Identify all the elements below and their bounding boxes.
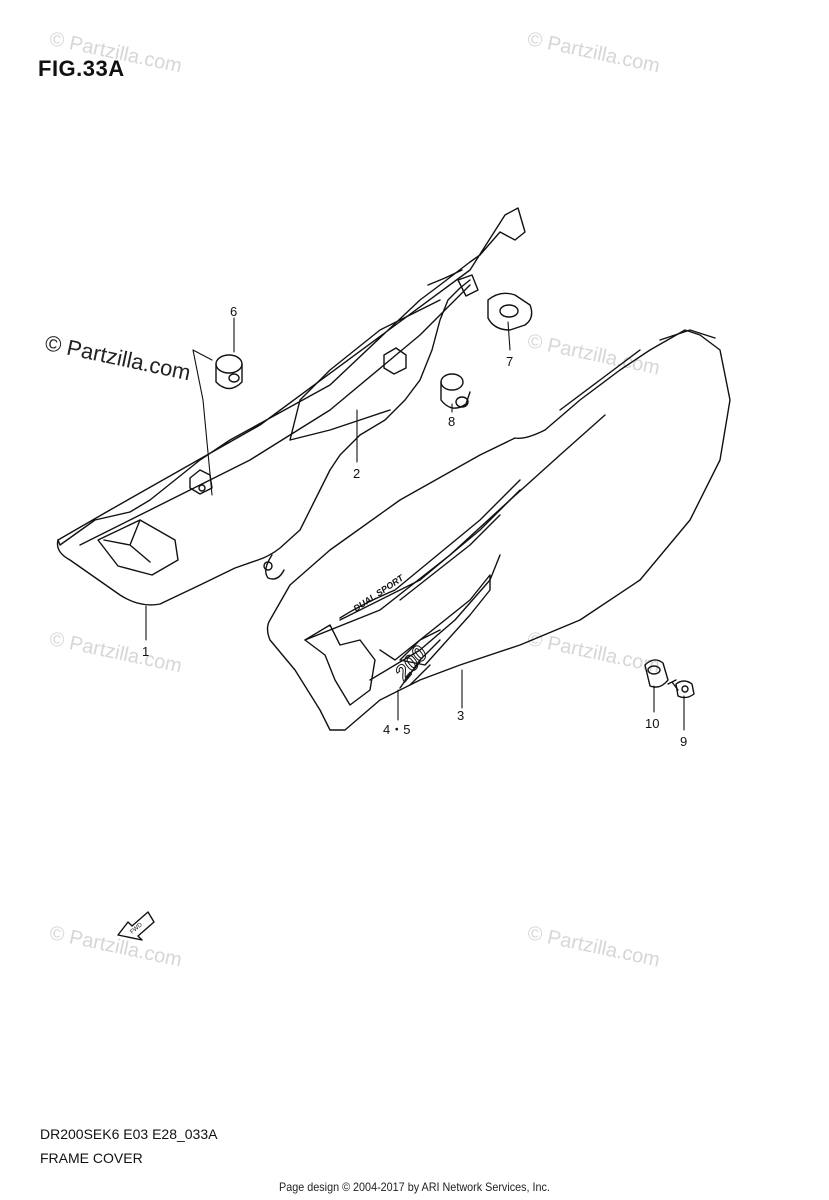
part-9-screw — [667, 679, 695, 699]
part-3-frame-cover-right — [266, 329, 731, 731]
figure-name: FRAME COVER — [40, 1150, 143, 1166]
figure-title: FIG.33A — [38, 56, 125, 81]
callout-1: 1 — [142, 644, 149, 659]
page-credit: Page design © 2004-2017 by ARI Network S… — [279, 1180, 550, 1194]
callout-10: 10 — [645, 716, 659, 731]
callout-2: 2 — [353, 466, 360, 481]
part-8-collar — [440, 373, 471, 409]
decal-model: 200 — [389, 640, 433, 686]
callout-4-5: 4・5 — [383, 722, 410, 737]
callout-9: 9 — [680, 734, 687, 749]
part-6-grommet — [215, 354, 243, 390]
leader-lines — [145, 317, 685, 731]
decal-brand: DUAL SPORT — [352, 572, 407, 614]
callout-3: 3 — [457, 708, 464, 723]
part-10-grommet — [644, 659, 669, 688]
part-1-frame-cover-left — [56, 207, 526, 606]
part-7-grommet — [487, 292, 533, 331]
figure-code: DR200SEK6 E03 E28_033A — [40, 1126, 218, 1142]
fwd-arrow-icon — [117, 911, 155, 941]
callout-8: 8 — [448, 414, 455, 429]
callout-6: 6 — [230, 304, 237, 319]
callout-7: 7 — [506, 354, 513, 369]
